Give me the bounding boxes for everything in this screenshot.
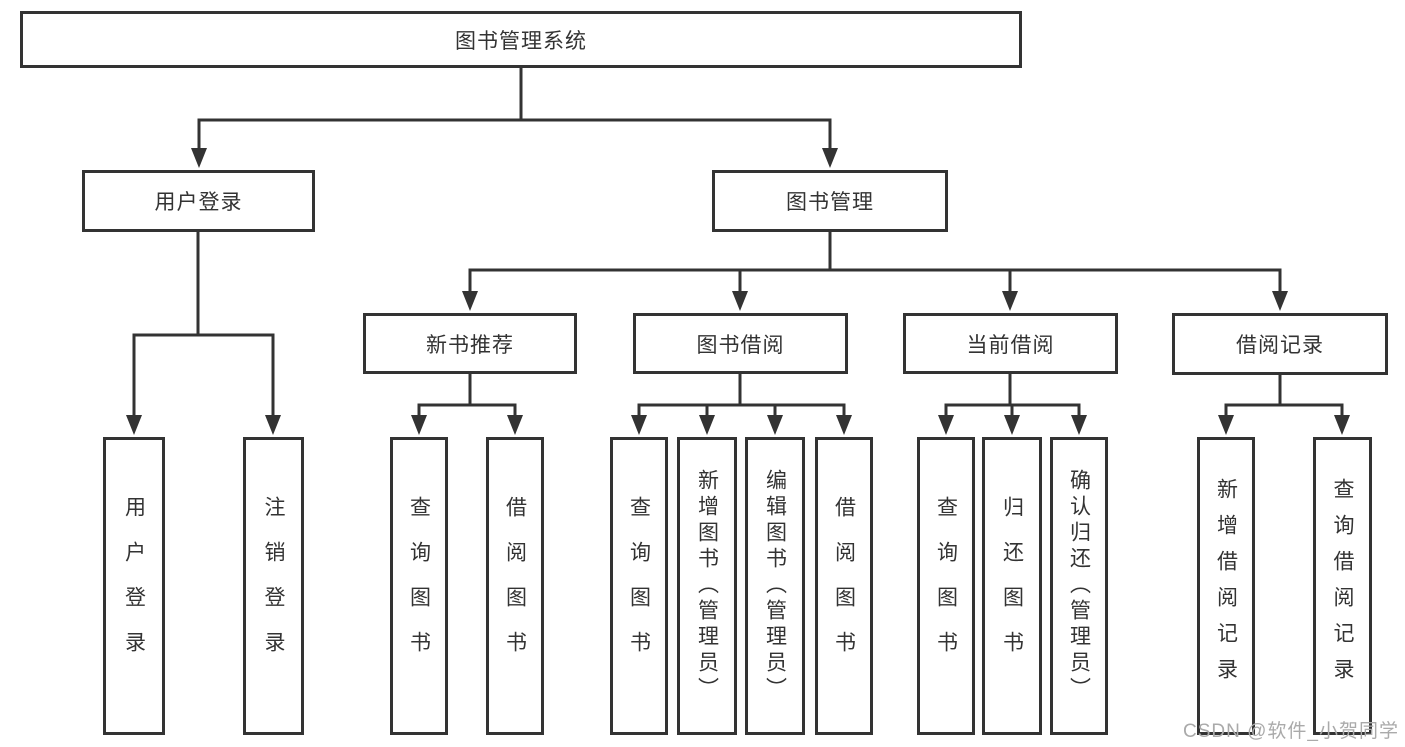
leaf-query-book-recommend: 查询图书 bbox=[390, 437, 448, 735]
leaf-query-book-borrow: 查询图书 bbox=[610, 437, 668, 735]
node-label: 图书管理系统 bbox=[455, 29, 587, 53]
leaf-query-book-current: 查询图书 bbox=[917, 437, 975, 735]
leaf-label: 确认归还（管理员） bbox=[1067, 469, 1091, 703]
node-user-login: 用户登录 bbox=[82, 170, 315, 232]
leaf-label: 归还图书 bbox=[1000, 496, 1024, 676]
leaf-query-borrow-record: 查询借阅记录 bbox=[1313, 437, 1372, 735]
leaf-label: 用户登录 bbox=[122, 496, 146, 676]
leaf-label: 新增图书（管理员） bbox=[695, 469, 719, 703]
node-label: 借阅记录 bbox=[1236, 334, 1324, 357]
node-label: 当前借阅 bbox=[966, 333, 1055, 357]
leaf-confirm-return-admin: 确认归还（管理员） bbox=[1050, 437, 1108, 735]
leaf-add-borrow-record: 新增借阅记录 bbox=[1197, 437, 1255, 735]
leaf-label: 注销登录 bbox=[262, 496, 285, 676]
leaf-label: 编辑图书（管理员） bbox=[763, 469, 787, 703]
leaf-edit-book-admin: 编辑图书（管理员） bbox=[745, 437, 805, 735]
leaf-label: 借阅图书 bbox=[832, 496, 856, 676]
leaf-return-book: 归还图书 bbox=[982, 437, 1042, 735]
node-label: 用户登录 bbox=[154, 191, 243, 214]
leaf-borrow-book: 借阅图书 bbox=[815, 437, 873, 735]
node-label: 图书管理 bbox=[786, 191, 874, 214]
node-label: 图书借阅 bbox=[696, 333, 785, 357]
leaf-label: 查询图书 bbox=[934, 496, 958, 676]
leaf-label: 查询图书 bbox=[407, 496, 431, 676]
csdn-watermark: CSDN @软件_小贺同学 bbox=[1183, 721, 1399, 742]
node-book-management: 图书管理 bbox=[712, 170, 948, 232]
node-library-system: 图书管理系统 bbox=[20, 11, 1022, 68]
leaf-label: 借阅图书 bbox=[503, 496, 527, 676]
node-book-borrow: 图书借阅 bbox=[633, 313, 848, 374]
leaf-label: 新增借阅记录 bbox=[1214, 478, 1238, 694]
leaf-borrow-book-recommend: 借阅图书 bbox=[486, 437, 544, 735]
leaf-add-book-admin: 新增图书（管理员） bbox=[677, 437, 737, 735]
node-current-borrow: 当前借阅 bbox=[903, 313, 1118, 374]
node-borrow-records: 借阅记录 bbox=[1172, 313, 1388, 375]
leaf-label: 查询借阅记录 bbox=[1331, 478, 1354, 694]
leaf-label: 查询图书 bbox=[627, 496, 651, 676]
node-new-book-recommend: 新书推荐 bbox=[363, 313, 577, 374]
leaf-logout: 注销登录 bbox=[243, 437, 304, 735]
leaf-user-login: 用户登录 bbox=[103, 437, 165, 735]
node-label: 新书推荐 bbox=[426, 333, 514, 357]
